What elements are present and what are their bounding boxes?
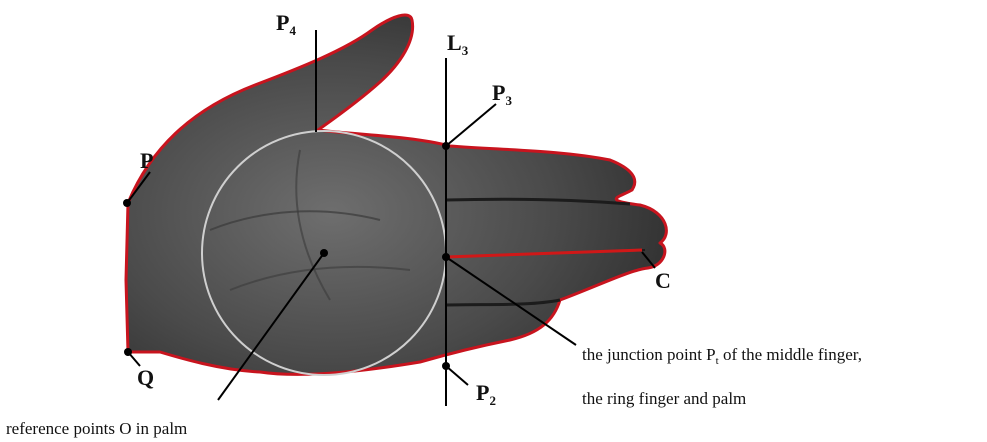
point-p3 xyxy=(442,142,450,150)
label-p3: P3 xyxy=(492,80,512,108)
reference-caption: reference points O in palm xyxy=(6,419,187,438)
label-q: Q xyxy=(137,365,154,390)
point-q xyxy=(124,348,132,356)
point-p xyxy=(123,199,131,207)
junction-caption-line1: the junction point Pt of the middle fing… xyxy=(582,345,862,367)
p3-leader xyxy=(446,104,496,146)
label-p: P xyxy=(140,148,153,173)
label-p2: P2 xyxy=(476,380,496,408)
hand-silhouette xyxy=(126,15,666,374)
point-o xyxy=(320,249,328,257)
junction-caption-line2: the ring finger and palm xyxy=(582,389,746,408)
point-pt xyxy=(442,253,450,261)
label-c: C xyxy=(655,268,671,293)
p2-leader xyxy=(446,366,468,385)
point-p2 xyxy=(442,362,450,370)
label-p4: P4 xyxy=(276,10,296,38)
hand-image xyxy=(126,15,666,374)
label-l3: L3 xyxy=(447,30,469,58)
